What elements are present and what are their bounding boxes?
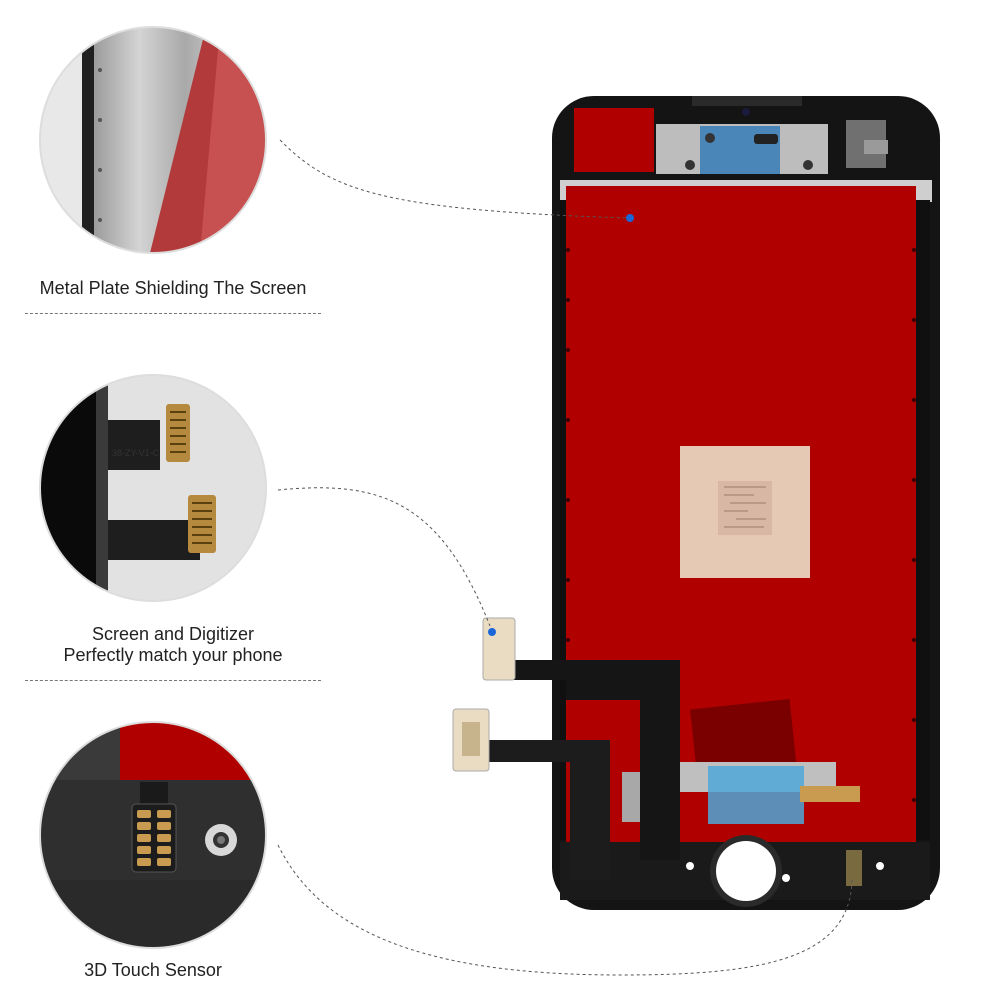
flex-label-text: 38-ZY-V1-C [112, 448, 160, 458]
caption-line: Screen and Digitizer [91, 624, 255, 644]
digitizer-flex-cable [486, 740, 610, 880]
edge-rivets [566, 248, 916, 802]
touch-sensor-connector-zoom [131, 803, 177, 873]
screw-icon [782, 874, 790, 882]
home-button-hole [716, 841, 776, 901]
leader-line-touch-sensor [277, 844, 853, 976]
zoom-circle-flex-connectors [39, 374, 267, 602]
leader-line-metal-plate [279, 139, 629, 219]
sensor-flex-cable [140, 782, 168, 804]
screw-icon [705, 133, 715, 143]
qr-code-label [718, 481, 772, 535]
sensor-icon [754, 134, 778, 144]
caption-line: 3D Touch Sensor [84, 960, 222, 980]
caption-3d-touch: 3D Touch Sensor [0, 960, 313, 981]
divider [25, 313, 321, 314]
screw-icon [686, 862, 694, 870]
phone-lcd-assembly [452, 96, 940, 910]
connector-marker-dot [488, 628, 496, 636]
blue-flex-film [708, 766, 804, 824]
flex-connector-top [166, 404, 190, 462]
touch-sensor-connector [846, 850, 862, 886]
lcd-flex-connector [482, 617, 516, 681]
screw-icon [685, 160, 695, 170]
front-camera-flex [700, 126, 780, 174]
screw-icon [876, 862, 884, 870]
caption-metal-plate: Metal Plate Shielding The Screen [13, 278, 333, 299]
zoom-circle-metal-plate [39, 26, 267, 254]
divider [25, 680, 321, 681]
caption-screen-digitizer: Screen and Digitizer Perfectly match you… [13, 624, 333, 666]
flex-connector-bottom [188, 495, 216, 553]
lcd-flex-cable [500, 660, 680, 860]
connector-block [800, 786, 860, 802]
earpiece-bracket [692, 96, 802, 106]
leader-line-flex [277, 487, 491, 627]
front-camera-icon [742, 108, 750, 116]
caption-line: Metal Plate Shielding The Screen [39, 278, 307, 298]
screw-icon [803, 160, 813, 170]
shield-marker-dot [626, 214, 634, 222]
top-red-patch [574, 108, 654, 172]
caption-line: Perfectly match your phone [63, 645, 283, 665]
zoom-circle-3d-touch-sensor [39, 721, 267, 949]
